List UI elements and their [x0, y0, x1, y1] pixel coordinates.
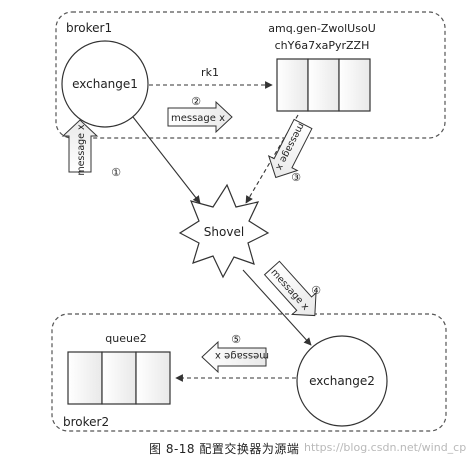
step3-number: ③: [291, 171, 301, 184]
queue-amq-gen-cell: [307, 58, 340, 112]
message-label: message x: [215, 350, 269, 361]
arrow-exchange1-to-shovel: [132, 116, 201, 204]
step2-number: ②: [191, 95, 201, 108]
arrow-shovel-to-exchange2: [242, 269, 312, 346]
exchange2-node: exchange2: [296, 335, 388, 427]
caption-watermark: https://blog.csdn.net/wind_cp: [304, 441, 467, 454]
exchange1-node: exchange1: [61, 40, 149, 128]
queue2: queue2: [67, 332, 171, 405]
broker2-label: broker2: [63, 415, 109, 429]
queue2-label: queue2: [105, 332, 146, 345]
broker1-label: broker1: [66, 21, 112, 35]
shovel-star-shape: [178, 183, 270, 279]
exchange1-label: exchange1: [72, 77, 138, 91]
message-arrow-step2: message x: [167, 100, 233, 134]
message-arrow-step1: message x: [61, 119, 99, 176]
broker1-container: broker1: [55, 11, 446, 139]
step4-number: ④: [311, 284, 321, 297]
caption-text: 图 8-18 配置交换器为源端: [149, 442, 300, 456]
shovel-label: Shovel: [204, 225, 244, 239]
message-arrow-step3: message x: [267, 118, 313, 179]
queue2-cell: [101, 351, 137, 405]
message-arrow-step5: message x: [201, 340, 269, 374]
queue2-cell: [135, 351, 171, 405]
queue-amq-gen-label-line2: chY6a7xaPyrZZH: [275, 39, 370, 52]
routing-key-label: rk1: [201, 66, 219, 79]
message-label: message x: [171, 113, 225, 124]
exchange2-label: exchange2: [309, 374, 375, 388]
queue-amq-gen-cell: [276, 58, 309, 112]
figure-caption: 图 8-18 配置交换器为源端 https://blog.csdn.net/wi…: [0, 440, 467, 458]
queue2-cell: [67, 351, 103, 405]
queue-amq-gen-label-line1: amq.gen-ZwolUsoU: [268, 22, 376, 35]
queue-amq-gen: amq.gen-ZwolUsoU chY6a7xaPyrZZH: [268, 22, 376, 112]
queue-amq-gen-cell: [338, 58, 371, 112]
message-label: message x: [76, 124, 87, 176]
broker2-container: broker2: [51, 313, 447, 432]
step1-number: ①: [111, 166, 121, 179]
shovel-node: Shovel: [178, 183, 270, 279]
step5-number: ⑤: [231, 333, 241, 346]
